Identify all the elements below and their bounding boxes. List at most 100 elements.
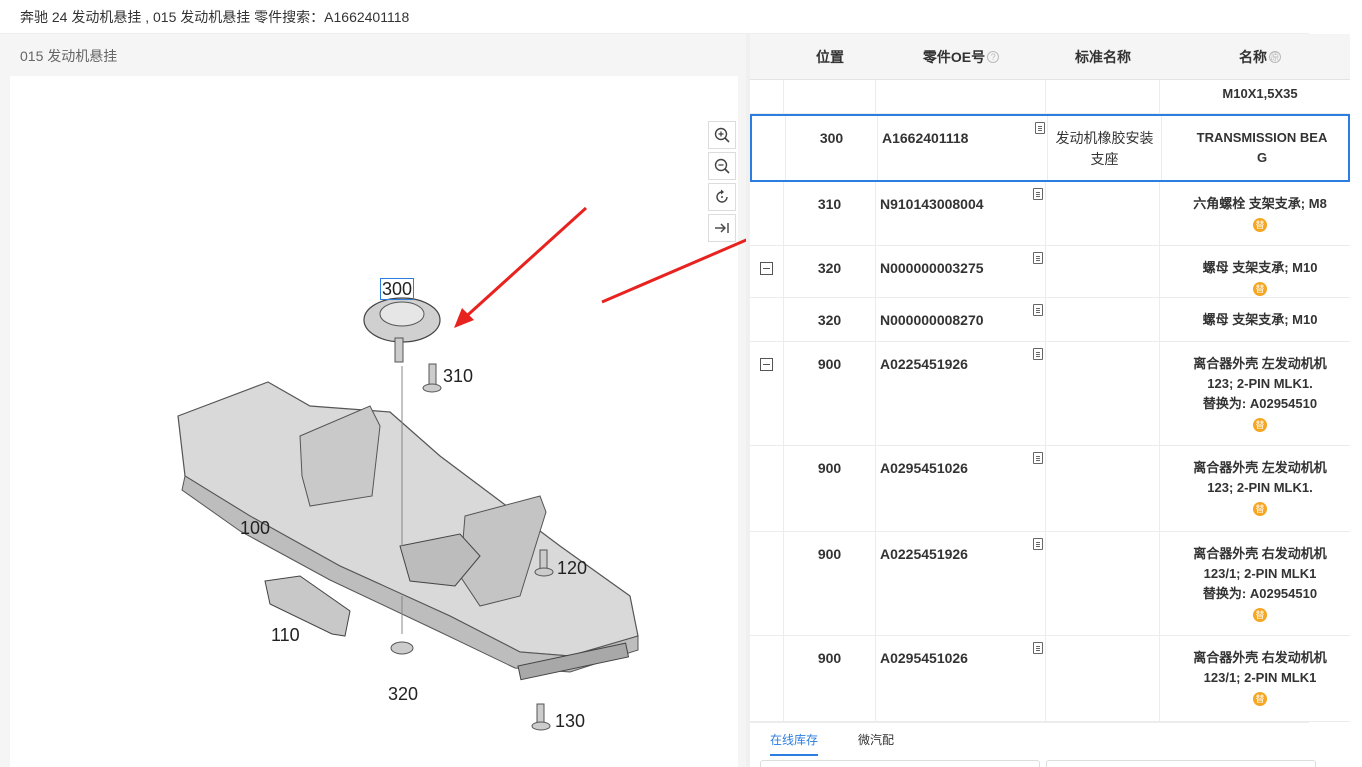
cell-oe-number[interactable]: N910143008004 xyxy=(876,182,1046,245)
zoom-in-button[interactable] xyxy=(708,121,736,149)
original-icon[interactable]: 原 xyxy=(1269,51,1281,63)
cell-name: 离合器外壳 左发动机机 123; 2-PIN MLK1. 替 xyxy=(1160,446,1360,531)
callout-130[interactable]: 130 xyxy=(555,711,586,731)
document-icon[interactable] xyxy=(1033,188,1043,200)
header-oe-label: 零件OE号 xyxy=(922,49,986,65)
reset-view-button[interactable] xyxy=(708,183,736,211)
cell-standard-name xyxy=(1046,246,1160,297)
name-line: 六角螺栓 支架支承; M8 xyxy=(1193,196,1327,211)
callout-100[interactable]: 100 xyxy=(240,518,271,538)
cell-oe-number[interactable]: A1662401118 xyxy=(878,116,1048,180)
header-oe[interactable]: 零件OE号? xyxy=(876,34,1046,80)
bolt-310 xyxy=(428,363,437,387)
cell-position: 900 xyxy=(784,532,876,635)
cell-oe-number[interactable]: A0225451926 xyxy=(876,342,1046,445)
bolt-310-head xyxy=(422,383,442,393)
cell-position: 300 xyxy=(786,116,878,180)
help-icon[interactable]: ? xyxy=(987,51,1000,63)
collapse-icon[interactable] xyxy=(760,358,773,371)
arrow-to-mount-head xyxy=(454,308,474,328)
cell-name: 螺母 支架支承; M10 替 xyxy=(1160,246,1360,297)
cell-text: A0295451026 xyxy=(880,460,968,476)
cell-oe-number[interactable]: N000000008270 xyxy=(876,298,1046,341)
document-icon[interactable] xyxy=(1035,122,1045,134)
header-position-label: 位置 xyxy=(816,49,844,65)
document-icon[interactable] xyxy=(1033,348,1043,360)
header-name[interactable]: 名称原 xyxy=(1160,34,1360,80)
cell-text: N910143008004 xyxy=(880,196,984,212)
callout-310[interactable]: 310 xyxy=(443,366,474,386)
subframe-pad xyxy=(399,533,481,587)
table-row[interactable]: M10X1,5X35 xyxy=(750,80,1350,114)
replacement-badge[interactable]: 替 xyxy=(1253,418,1267,432)
replacement-badge[interactable]: 替 xyxy=(1253,692,1267,706)
replacement-badge[interactable]: 替 xyxy=(1253,218,1267,232)
cell-standard-name: 发动机橡胶安装支座 xyxy=(1048,116,1162,180)
cell-position: 320 xyxy=(784,298,876,341)
cell-oe-number[interactable]: A0225451926 xyxy=(876,532,1046,635)
name-line: G xyxy=(1256,150,1268,165)
cell-name: 六角螺栓 支架支承; M8 替 xyxy=(1160,182,1360,245)
document-icon[interactable] xyxy=(1033,252,1043,264)
diagram-canvas[interactable]: 300 310 100 120 110 320 130 xyxy=(10,76,831,767)
stock-card xyxy=(1046,760,1316,767)
collapse-icon[interactable] xyxy=(760,262,773,275)
document-icon[interactable] xyxy=(1033,642,1043,654)
callout-120[interactable]: 120 xyxy=(557,558,588,578)
cell-text: N000000003275 xyxy=(880,260,984,276)
document-icon[interactable] xyxy=(1033,538,1043,550)
cell-text: 900 xyxy=(817,546,842,562)
fit-view-button[interactable] xyxy=(708,214,736,242)
header-name-label: 名称 xyxy=(1239,49,1267,65)
badge-line: 替 xyxy=(1160,214,1360,234)
header-std-name[interactable]: 标准名称 xyxy=(1046,34,1160,80)
tab-online-stock[interactable]: 在线库存 xyxy=(770,731,819,756)
document-icon[interactable] xyxy=(1033,452,1043,464)
cell-oe-number[interactable]: A0295451026 xyxy=(876,636,1046,721)
subframe-bracket-left xyxy=(299,405,381,507)
document-icon[interactable] xyxy=(1033,304,1043,316)
breadcrumb-text: 奔驰 24 发动机悬挂 , 015 发动机悬挂 零件搜索：A1662401118 xyxy=(20,8,410,25)
mount-300-stud xyxy=(394,337,404,363)
replacement-badge[interactable]: 替 xyxy=(1253,608,1267,622)
header-position[interactable]: 位置 xyxy=(784,34,876,80)
name-line: 螺母 支架支承; M10 xyxy=(1202,260,1318,275)
name-line: 离合器外壳 左发动机机 xyxy=(1193,460,1327,475)
cell-standard-name xyxy=(1046,342,1160,445)
bolt-120-head xyxy=(534,567,554,577)
header-std-name-label: 标准名称 xyxy=(1075,49,1131,65)
cell-text: A0225451926 xyxy=(880,546,968,562)
cell-text: 900 xyxy=(817,356,842,372)
cell-oe-number[interactable]: N000000003275 xyxy=(876,246,1046,297)
cell-oe-number[interactable]: A0295451026 xyxy=(876,446,1046,531)
name-line: 123; 2-PIN MLK1. xyxy=(1207,480,1313,495)
tab-wechat-parts[interactable]: 微汽配 xyxy=(858,733,895,747)
panel-divider[interactable] xyxy=(746,34,750,767)
badge-line: 替 xyxy=(1160,414,1360,434)
cell-oe-number[interactable] xyxy=(876,80,1046,113)
replacement-badge[interactable]: 替 xyxy=(1253,502,1267,516)
rotate-reset-icon xyxy=(716,189,728,203)
breadcrumb: 奔驰 24 发动机悬挂 , 015 发动机悬挂 零件搜索：A1662401118 xyxy=(0,0,1309,34)
callout-300[interactable]: 300 xyxy=(380,278,415,300)
zoom-out-icon xyxy=(714,158,730,174)
zoom-out-button[interactable] xyxy=(708,152,736,180)
callout-110[interactable]: 110 xyxy=(271,625,300,645)
replacement-badge[interactable]: 替 xyxy=(1253,282,1267,296)
cell-standard-name xyxy=(1046,182,1160,245)
callout-320[interactable]: 320 xyxy=(388,684,419,704)
parts-drawing xyxy=(177,202,831,731)
